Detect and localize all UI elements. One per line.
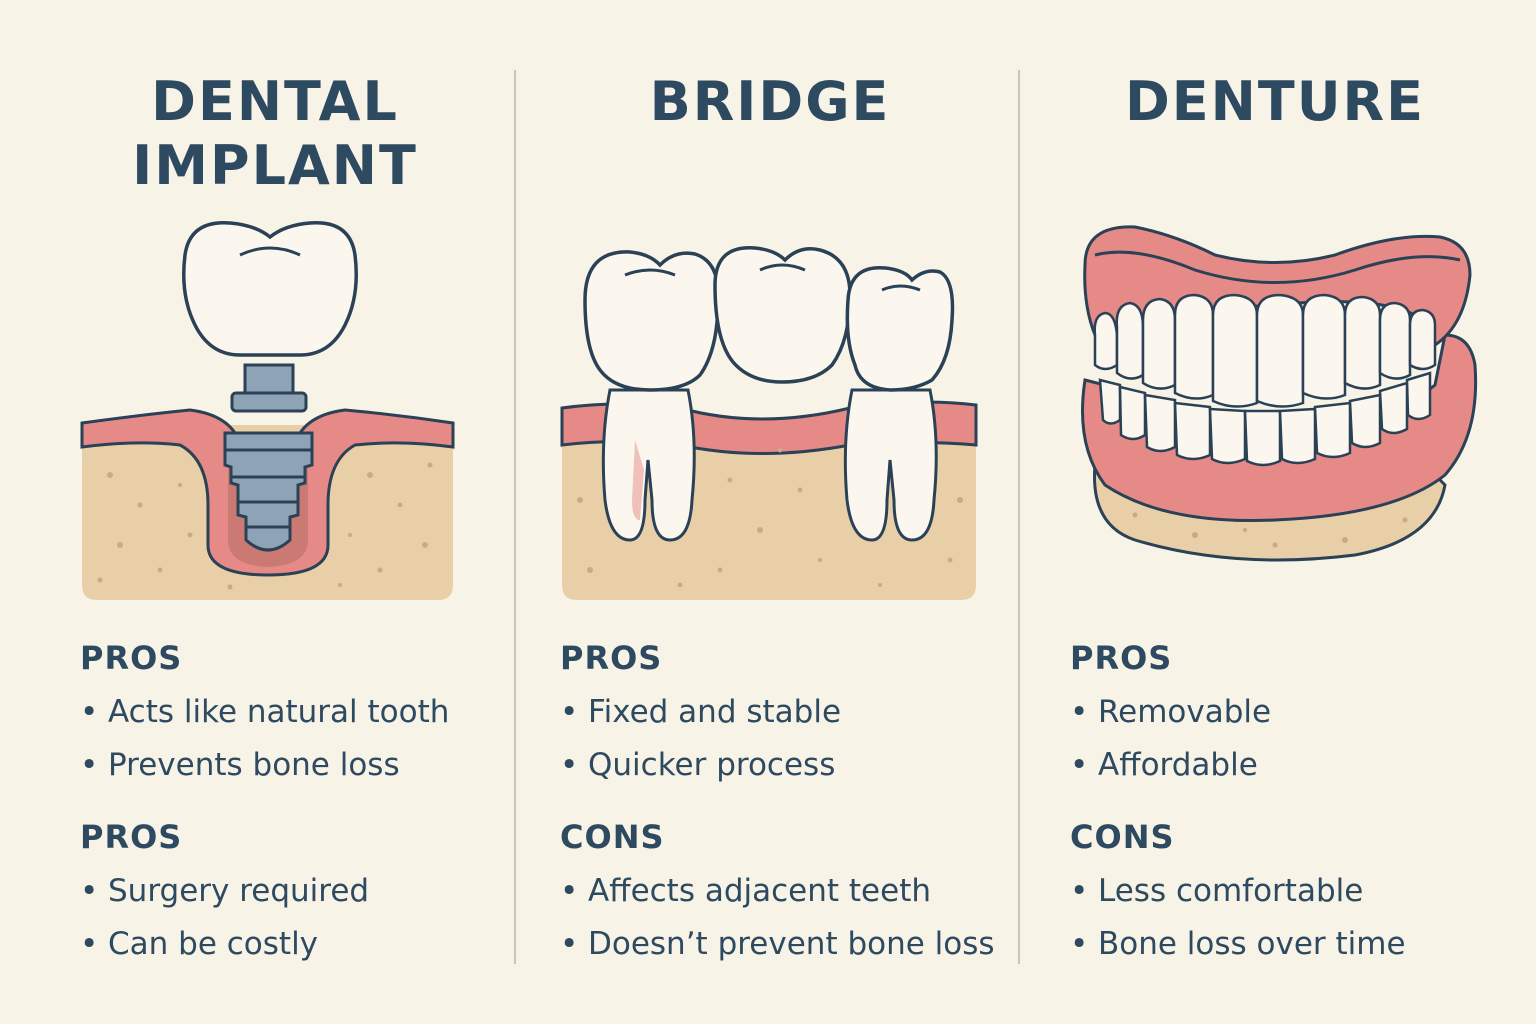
section-heading: CONS (1070, 818, 1175, 856)
bone-texture (1132, 512, 1408, 548)
bridge-crown-right (845, 266, 955, 392)
column-divider-1 (514, 70, 516, 964)
implant-illustration (80, 221, 455, 600)
list-item: •Surgery required (80, 873, 370, 909)
bridge-crown-middle (713, 246, 852, 384)
list-item: •Bone loss over time (1070, 926, 1406, 962)
denture-upper-teeth (1093, 293, 1437, 408)
denture-lower-teeth (1098, 371, 1432, 467)
column-title: BRIDGE (540, 70, 1000, 134)
list-item: •Doesn’t prevent bone loss (560, 926, 995, 962)
list-item: •Acts like natural tooth (80, 694, 450, 730)
anchor-tooth-right (843, 388, 938, 542)
list-item: •Can be costly (80, 926, 319, 962)
column-title: DENTAL IMPLANT (60, 70, 490, 198)
list-item: •Removable (1070, 694, 1272, 730)
column-divider-2 (1018, 70, 1020, 964)
list-item: •Affordable (1070, 747, 1258, 783)
title-line: DENTURE (1124, 70, 1426, 133)
list-item: •Less comfortable (1070, 873, 1364, 909)
bone-texture (577, 447, 963, 588)
column-dental-implant: DENTAL IMPLANT PROS •Acts (60, 0, 490, 1024)
upper-gum-fold (1094, 250, 1461, 284)
list-item: •Fixed and stable (560, 694, 842, 730)
list-item: •Prevents bone loss (80, 747, 400, 783)
denture-illustration (1081, 225, 1478, 562)
section-heading: PROS (560, 639, 663, 677)
crown-grooves (624, 263, 921, 292)
implant-screw (223, 431, 314, 552)
section-heading: CONS (560, 818, 665, 856)
bridge-illustration (560, 246, 978, 600)
anchor-tooth-left (601, 388, 696, 542)
list-item: •Quicker process (560, 747, 836, 783)
abutment-collar (230, 391, 308, 413)
section-heading: PROS (80, 818, 183, 856)
section-heading: PROS (80, 639, 183, 677)
title-line: IMPLANT (132, 134, 418, 197)
list-item: •Affects adjacent teeth (560, 873, 931, 909)
section-heading: PROS (1070, 639, 1173, 677)
column-denture: DENTURE (1050, 0, 1500, 1024)
crown (182, 221, 358, 357)
title-line: BRIDGE (649, 70, 891, 133)
column-title: DENTURE (1050, 70, 1500, 134)
bridge-crown-left (583, 250, 720, 392)
title-line: DENTAL (151, 70, 399, 133)
bone-texture (97, 462, 433, 590)
column-bridge: BRIDGE PROS •Fixed and stable •Quicker p… (540, 0, 1000, 1024)
screw-threads (225, 448, 312, 529)
root-pulp (632, 440, 644, 520)
crown-groove (239, 246, 301, 257)
